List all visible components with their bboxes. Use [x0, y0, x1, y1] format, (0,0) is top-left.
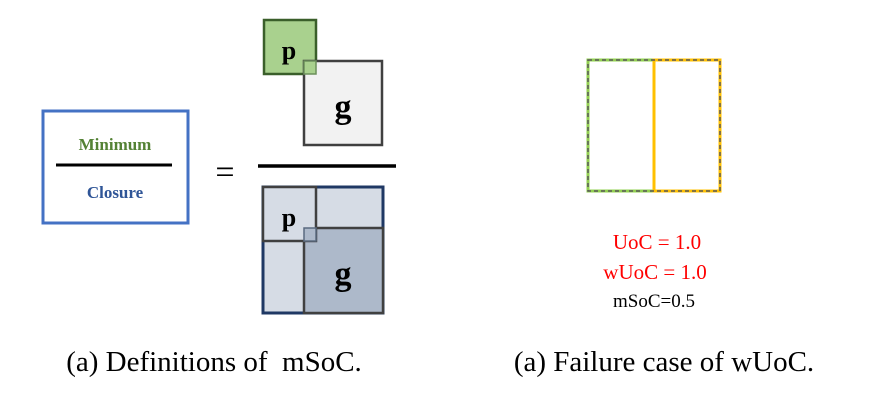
green-box — [586, 58, 656, 193]
p-label-bottom: p — [282, 203, 296, 232]
p-label-top: p — [282, 36, 296, 65]
caption-definitions: (a) Definitions of mSoC. — [66, 346, 362, 378]
msoc-metric: mSoC=0.5 — [613, 291, 695, 312]
p-box-bottom — [261, 185, 318, 243]
fraction-frame — [41, 109, 190, 225]
fraction-numerator-label: Minimum — [79, 135, 152, 154]
dashed-closure-box — [587, 59, 721, 192]
orange-box — [652, 58, 722, 193]
uoc-metric: UoC = 1.0 — [613, 230, 701, 254]
caption-failure-case: (a) Failure case of wUoC. — [514, 346, 814, 378]
g-label-bottom: g — [335, 256, 352, 293]
fraction-legend-box: Minimum Closure — [41, 109, 190, 225]
pg-overlap-top — [303, 60, 317, 75]
closure-illustration: p g — [261, 185, 385, 315]
wuoc-metric: wUoC = 1.0 — [603, 260, 706, 284]
equals-sign: = — [215, 154, 234, 191]
intersection-illustration: p g — [262, 18, 384, 147]
g-label-top: g — [335, 89, 352, 126]
failure-case-illustration — [586, 58, 722, 193]
fraction-denominator-label: Closure — [87, 183, 144, 202]
pg-overlap-bottom — [303, 227, 317, 242]
g-box-top — [302, 59, 384, 147]
